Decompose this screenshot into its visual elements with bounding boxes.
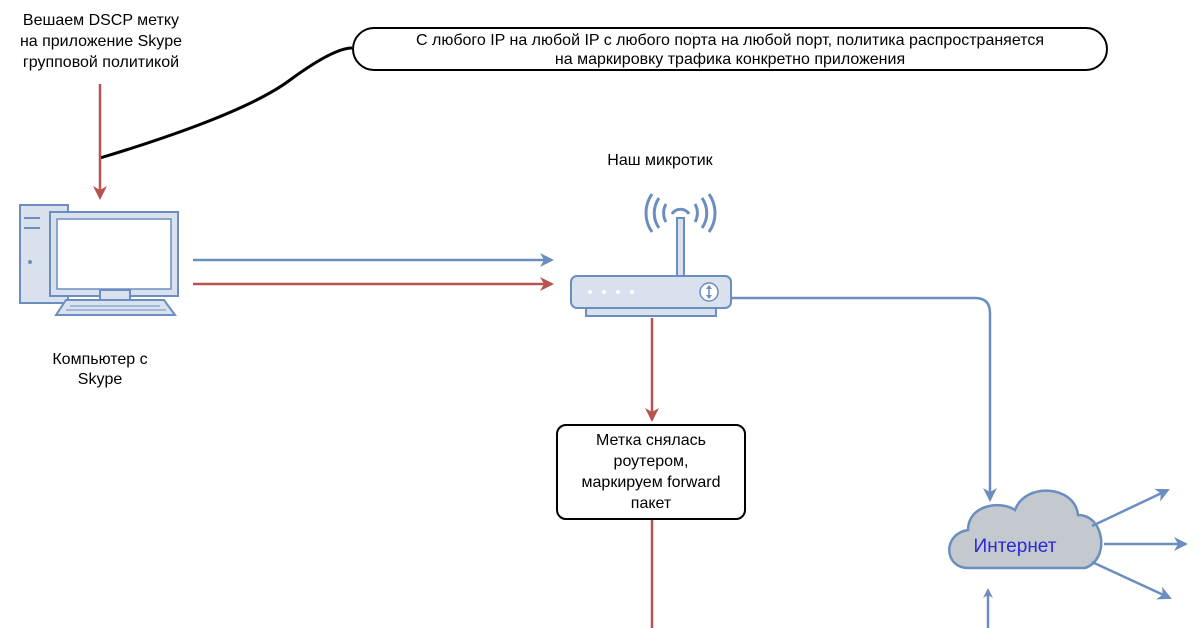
router-label: Наш микротик bbox=[607, 152, 713, 169]
policy-callout: С любого IP на любой IP с любого порта н… bbox=[352, 27, 1108, 71]
internet-out-arrow bbox=[1091, 560, 1172, 600]
computer-label: Компьютер с Skype bbox=[20, 350, 180, 390]
cloud-icon bbox=[948, 489, 1103, 570]
router-to-internet-arrow bbox=[731, 296, 997, 502]
dscp-label: Вешаем DSCP метку на приложение Skype гр… bbox=[0, 10, 202, 73]
note-line: Метка снялась bbox=[596, 432, 706, 449]
router-note-box: Метка снялась роутером, маркируем forwar… bbox=[556, 424, 746, 520]
note-line: пакет bbox=[630, 495, 672, 512]
computer-label-line: Компьютер с bbox=[52, 351, 148, 368]
internet-label: Интернет bbox=[973, 536, 1057, 557]
dscp-label-line: групповой политикой bbox=[22, 54, 180, 71]
dscp-label-line: Вешаем DSCP метку bbox=[22, 12, 180, 29]
internet-out-arrow bbox=[1091, 488, 1170, 528]
callout-connector bbox=[99, 46, 353, 160]
note-line: роутером, bbox=[613, 453, 689, 470]
note-line: маркируем forward bbox=[581, 474, 721, 491]
computer-label-line: Skype bbox=[77, 371, 123, 388]
callout-line: С любого IP на любой IP с любого порта н… bbox=[415, 32, 1045, 49]
dscp-label-line: на приложение Skype bbox=[19, 33, 183, 50]
callout-line: на маркировку трафика конкретно приложен… bbox=[554, 51, 906, 68]
desktop-computer-icon bbox=[19, 204, 179, 316]
wifi-router-icon bbox=[570, 193, 732, 317]
